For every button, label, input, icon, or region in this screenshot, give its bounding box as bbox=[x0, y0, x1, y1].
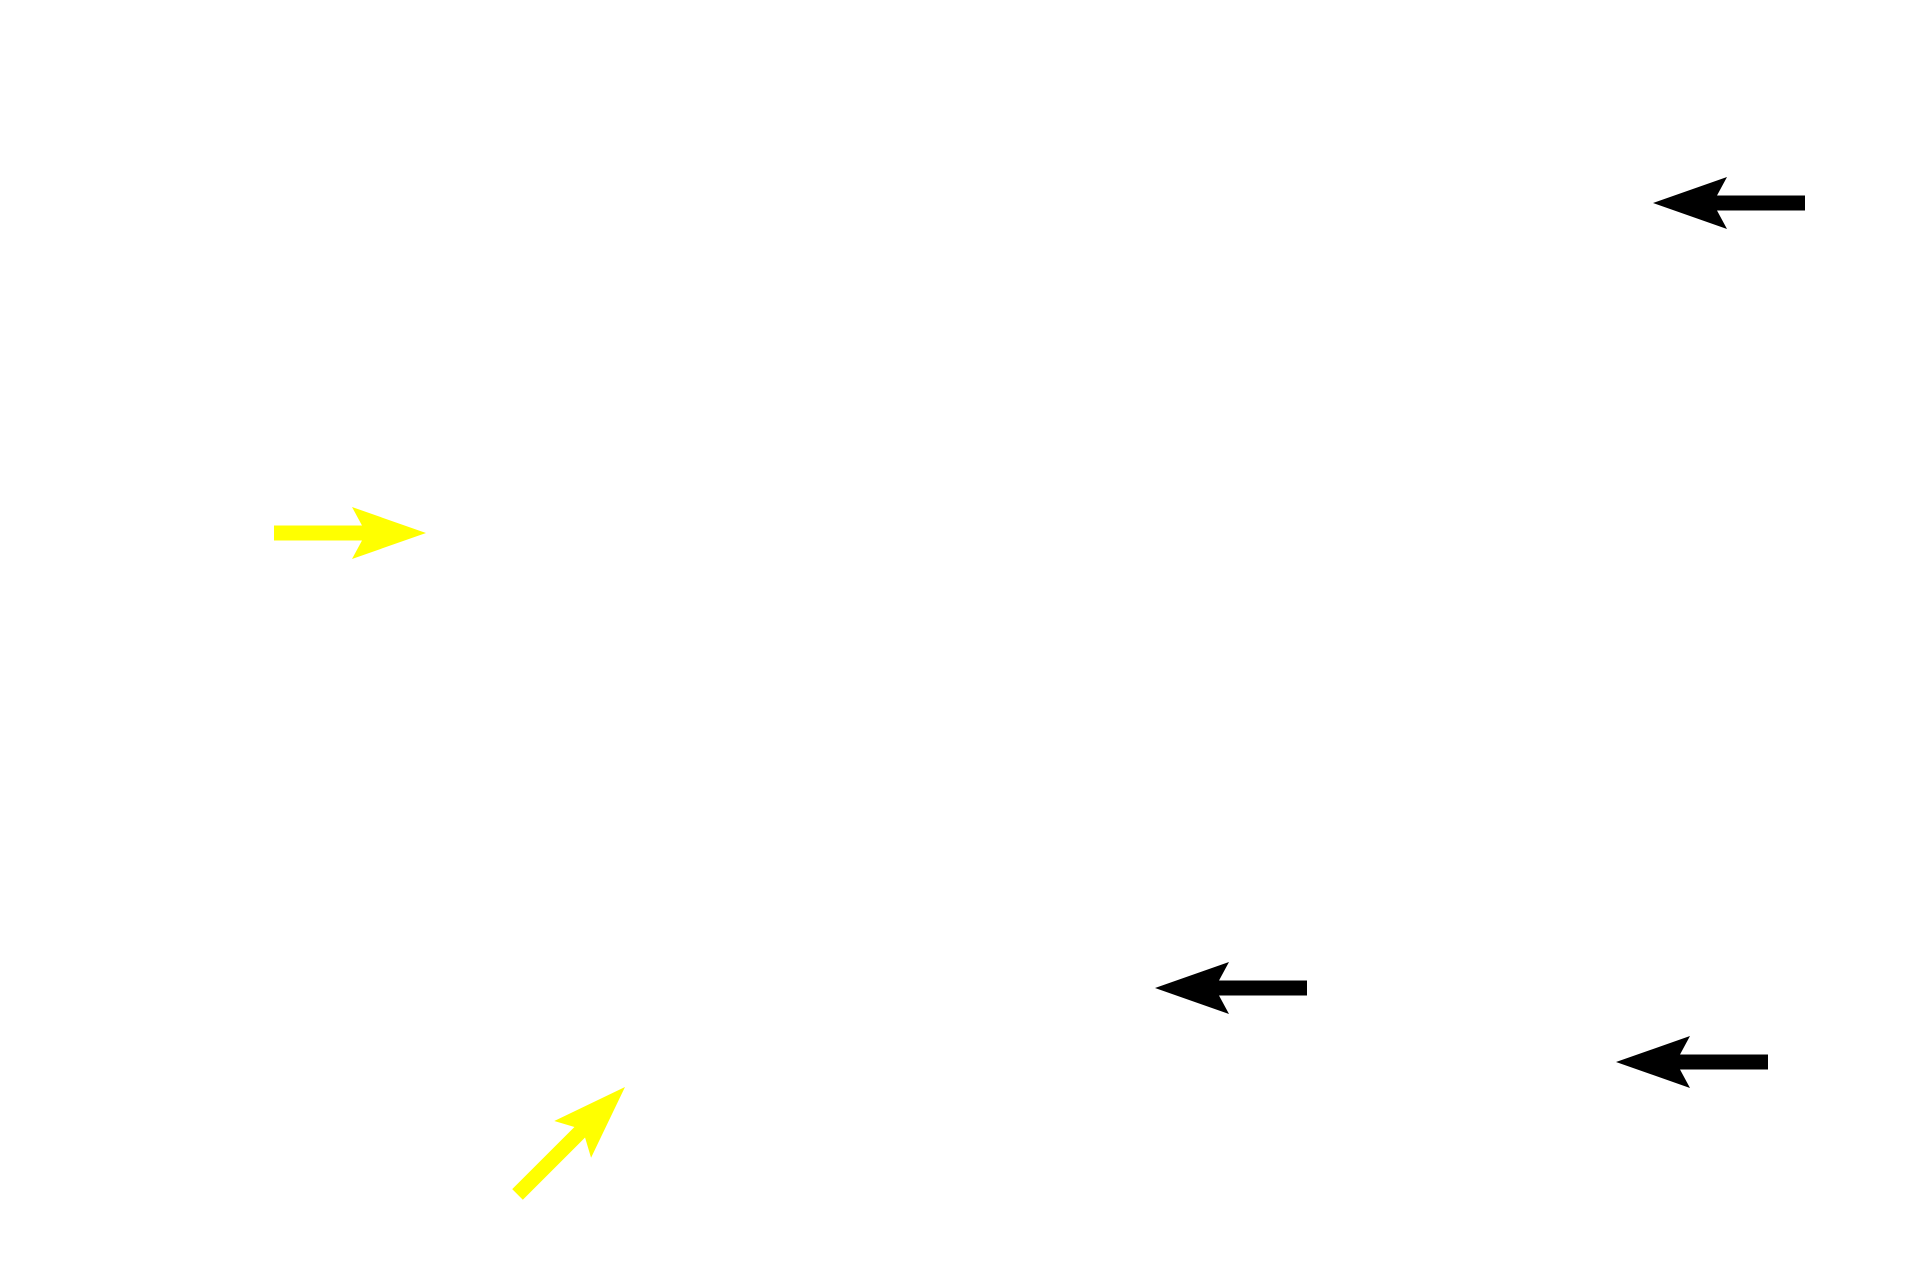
yellow-arrow-left bbox=[274, 507, 426, 559]
black-arrow-top-right bbox=[1653, 177, 1805, 229]
black-arrow-bottom-right bbox=[1616, 1036, 1768, 1088]
black-arrow-bottom-center bbox=[1155, 962, 1307, 1014]
yellow-arrow-bottom-left bbox=[499, 1068, 644, 1213]
